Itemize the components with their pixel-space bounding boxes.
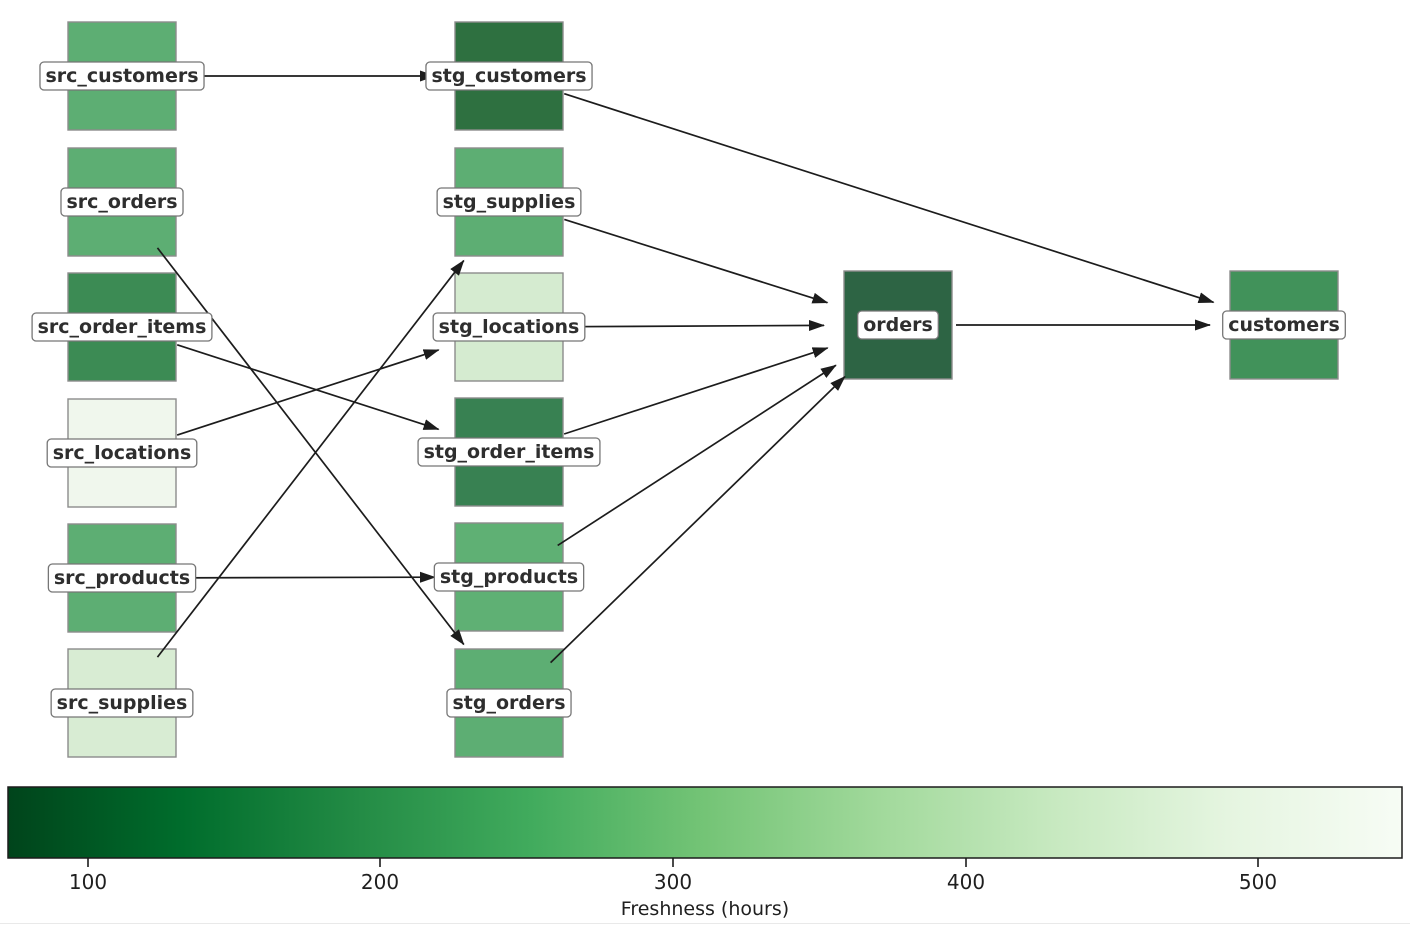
node-label-box-stg_customers [425,61,593,91]
node-label-text-src_locations: src_locations [53,442,192,464]
edge-stg_customers-to-customers [563,92,1215,304]
colorbar-tick-label-300: 300 [654,870,692,894]
node-label-text-stg_customers: stg_customers [431,65,586,87]
node-label-text-src_orders: src_orders [66,191,177,213]
node-label-stg_supplies: stg_supplies [436,187,582,217]
node-label-src_customers: src_customers [39,61,205,91]
node-label-box-stg_orders [446,688,572,718]
edge-stg_supplies-to-orders [564,218,829,304]
node-label-customers: customers [1222,310,1346,340]
node-label-box-customers [1222,310,1346,340]
node-label-text-src_customers: src_customers [45,65,198,87]
node-label-box-orders [857,310,939,340]
node-label-box-src_locations [46,438,198,468]
edge-stg_products-to-orders [557,364,837,547]
node-label-orders: orders [857,310,939,340]
node-label-stg_locations: stg_locations [432,312,586,342]
node-label-src_products: src_products [47,563,197,593]
colorbar-frame [7,786,1403,859]
colorbar-tick-label-400: 400 [947,870,985,894]
colorbar-gradient-bar [8,787,1402,858]
node-label-box-src_order_items [31,312,213,342]
edge-stg_orders-to-orders [550,375,846,664]
node-label-src_orders: src_orders [60,187,184,217]
edge-src_products-to-stg_products [179,571,437,583]
edge-stg_order_items-to-orders [563,347,829,435]
node-label-text-stg_supplies: stg_supplies [443,191,576,213]
node-label-src_supplies: src_supplies [50,688,194,718]
node-label-text-stg_order_items: stg_order_items [424,441,595,463]
node-label-box-stg_products [433,562,585,592]
edges-layer [156,70,1215,664]
colorbar-tick-label-500: 500 [1239,870,1277,894]
node-label-text-orders: orders [863,314,933,336]
node-label-text-stg_orders: stg_orders [452,692,565,714]
edge-src_supplies-to-stg_supplies [156,259,465,658]
node-label-box-src_products [47,563,197,593]
node-label-box-src_orders [60,187,184,217]
node-label-box-stg_supplies [436,187,582,217]
node-label-text-src_supplies: src_supplies [57,692,188,714]
node-label-src_locations: src_locations [46,438,198,468]
colorbar-tick-label-100: 100 [69,870,107,894]
edge-src_locations-to-stg_locations [176,349,440,436]
node-label-src_order_items: src_order_items [31,312,213,342]
node-label-stg_order_items: stg_order_items [417,437,601,467]
node-label-box-stg_locations [432,312,586,342]
node-label-text-src_order_items: src_order_items [38,316,207,338]
node-label-stg_orders: stg_orders [446,688,572,718]
edge-stg_locations-to-orders [566,319,826,331]
node-label-box-stg_order_items [417,437,601,467]
node-label-text-customers: customers [1228,314,1340,336]
node-label-box-src_customers [39,61,205,91]
node-label-text-stg_locations: stg_locations [439,316,580,338]
node-label-stg_customers: stg_customers [425,61,593,91]
colorbar-axis-label: Freshness (hours) [621,898,789,920]
edge-src_order_items-to-stg_order_items [176,344,440,431]
node-label-text-src_products: src_products [54,567,190,589]
node-label-stg_products: stg_products [433,562,585,592]
node-label-box-src_supplies [50,688,194,718]
node-label-text-stg_products: stg_products [440,566,578,588]
node-labels-layer: src_customers src_orders src_order_itemssr… [31,61,1346,718]
colorbar-tick-label-200: 200 [361,870,399,894]
